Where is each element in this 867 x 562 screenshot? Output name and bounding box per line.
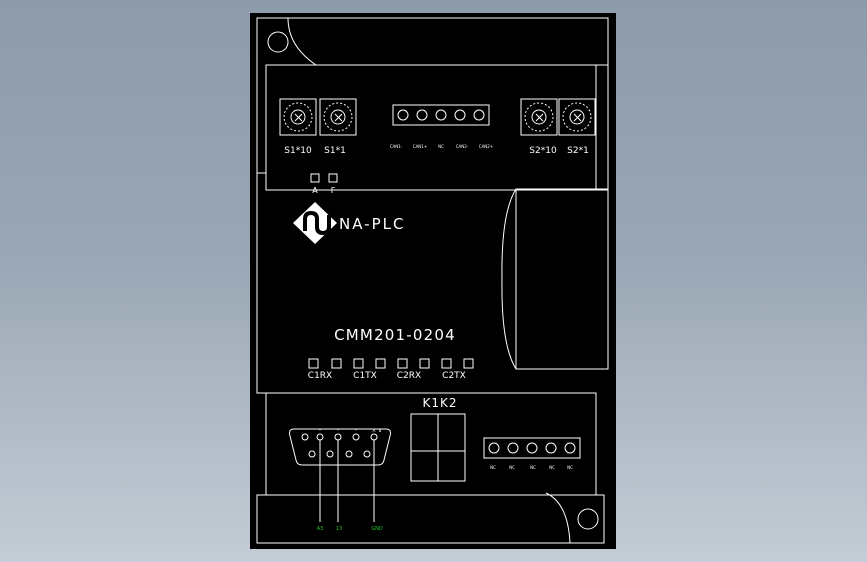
comm-label-c1tx: C1TX (353, 371, 377, 381)
can-terminal-block (392, 104, 490, 126)
comm-label-c2tx: C2TX (442, 371, 466, 381)
nc-label-5: NC (567, 465, 573, 470)
db9-pin-label-2: * (337, 428, 339, 433)
can-label-1: CAN1- (390, 144, 403, 149)
rotary-switch-s1-1[interactable] (319, 98, 357, 136)
relay-block (410, 413, 466, 482)
comm-label-c1rx: C1RX (308, 371, 332, 381)
na-plc-logo-icon (293, 202, 337, 244)
cad-viewport[interactable]: S1*10 S1*1 S2*10 S2*1 CAN1- CAN1+ NC CAN… (250, 13, 616, 549)
bottom-panel (265, 392, 597, 496)
module-drawing: S1*10 S1*1 S2*10 S2*1 CAN1- CAN1+ NC CAN… (256, 17, 609, 544)
db9-pin-label-5: B (379, 428, 382, 433)
led-a (310, 173, 320, 183)
nc-terminal-block (483, 437, 581, 459)
comm-led-row (308, 358, 474, 369)
switch-label-s2-1: S2*1 (567, 146, 589, 156)
nc-label-2: NC (509, 465, 515, 470)
can-label-4: CAN2- (456, 144, 469, 149)
nc-label-1: NC (490, 465, 496, 470)
nc-label-4: NC (549, 465, 555, 470)
housing-outline (256, 17, 609, 544)
switch-label-s1-10: S1*10 (284, 146, 312, 156)
signal-label-13: 13 (336, 526, 342, 532)
rotary-switch-s1-10[interactable] (279, 98, 317, 136)
led-label-f: F (331, 186, 336, 195)
signal-label-a3: A3 (317, 526, 324, 532)
db9-pin-label-3: * (355, 428, 357, 433)
comm-label-c2rx: C2RX (397, 371, 421, 381)
model-number: CMM201-0204 (334, 326, 456, 344)
db9-pin-label-4: A (373, 428, 376, 433)
can-label-3: NC (438, 144, 444, 149)
switch-label-s1-1: S1*1 (324, 146, 346, 156)
rotary-switch-s2-1[interactable] (558, 98, 596, 136)
mounting-hole-top (267, 31, 289, 53)
signal-wires (319, 440, 375, 522)
relay-label: K1K2 (422, 396, 457, 410)
side-connector (501, 188, 609, 370)
top-panel-edge (595, 64, 609, 191)
can-label-5: CAN2+ (479, 144, 493, 149)
signal-label-gnd: GND (371, 526, 383, 532)
brand-name: NA-PLC (339, 215, 405, 233)
switch-label-s2-10: S2*10 (529, 146, 557, 156)
db9-pin-label-1: * (319, 428, 321, 433)
led-label-a: A (312, 186, 318, 195)
rotary-switch-s2-10[interactable] (520, 98, 558, 136)
mounting-hole-bottom (577, 508, 599, 530)
nc-label-3: NC (530, 465, 536, 470)
can-label-2: CAN1+ (413, 144, 427, 149)
led-f (328, 173, 338, 183)
db9-connector[interactable] (289, 428, 391, 466)
